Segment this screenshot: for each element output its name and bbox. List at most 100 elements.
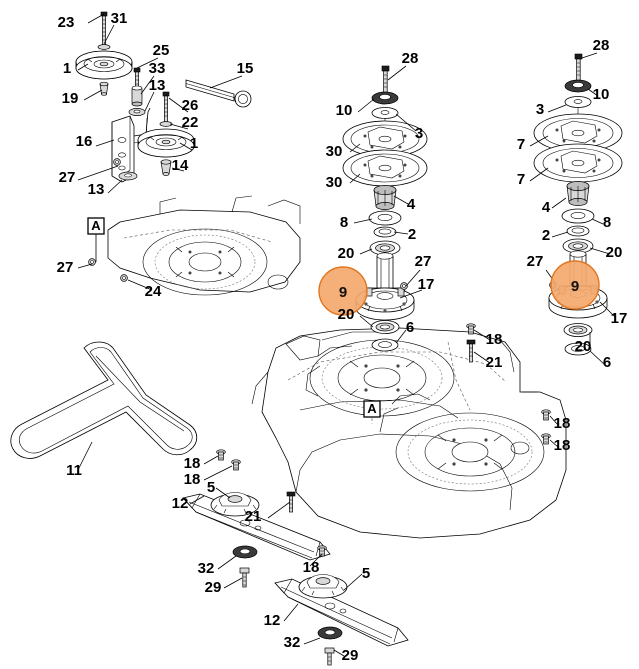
callout-8: 8 — [603, 214, 611, 231]
callout-27: 27 — [415, 253, 432, 270]
callout-11: 11 — [66, 462, 82, 479]
highlight-marker-right[interactable]: 9 — [550, 260, 600, 310]
callout-3: 3 — [536, 101, 544, 118]
callout-17: 17 — [418, 276, 435, 293]
callout-3: 3 — [415, 125, 423, 142]
callout-18: 18 — [184, 471, 201, 488]
callout-29: 29 — [342, 647, 359, 664]
part-33-spacer — [131, 85, 143, 107]
callout-13: 13 — [149, 77, 166, 94]
part-6-washer-center — [371, 338, 399, 352]
part-4-collar-center — [373, 185, 397, 210]
part-2-bearing-center — [373, 226, 397, 238]
callout-18: 18 — [554, 415, 571, 432]
callout-5: 5 — [362, 565, 370, 582]
callout-20: 20 — [606, 244, 623, 261]
callout-20: 20 — [338, 245, 355, 262]
callout-26: 26 — [182, 97, 199, 114]
callout-12: 12 — [172, 495, 189, 512]
part-30-pulley-lower — [342, 149, 428, 187]
part-24-nut — [120, 274, 128, 282]
callout-5: 5 — [207, 479, 215, 496]
callout-6: 6 — [406, 319, 414, 336]
part-20-bearing-center-upper — [369, 240, 401, 256]
part-8-washer-center — [368, 210, 402, 226]
part-29-blade-bolt-upper — [239, 567, 250, 588]
callout-2: 2 — [542, 227, 550, 244]
part-19-cap — [99, 81, 109, 96]
part-20-bearing-center-lower — [370, 320, 400, 334]
part-13-washer-upper — [128, 108, 146, 116]
part-4-collar-right — [566, 181, 590, 206]
callout-25: 25 — [153, 42, 170, 59]
callout-7: 7 — [517, 171, 525, 188]
callout-13: 13 — [88, 181, 105, 198]
highlight-right-label: 9 — [571, 278, 579, 295]
callout-30: 30 — [326, 174, 343, 191]
part-18-screw-left-a — [216, 449, 226, 461]
callout-29: 29 — [205, 579, 222, 596]
part-31-bolt — [100, 11, 108, 47]
part-27-nut-upper — [113, 158, 121, 166]
callout-1: 1 — [63, 60, 71, 77]
mower-deck-housing — [107, 195, 567, 539]
callout-18: 18 — [486, 331, 503, 348]
part-3-washer-right — [564, 96, 592, 108]
callout-7: 7 — [517, 136, 525, 153]
part-1-idler-pulley-lower — [137, 128, 195, 158]
part-28-bolt-right — [574, 53, 583, 82]
part-32-blade-washer-upper — [232, 545, 258, 559]
leader-lines — [77, 13, 617, 657]
idler-pulley-assembly — [75, 11, 252, 282]
highlight-left-label: 9 — [339, 284, 347, 301]
section-marker-A2-label: A — [367, 401, 377, 416]
part-7-pulley-upper — [533, 113, 623, 153]
callout-21: 21 — [486, 354, 503, 371]
part-7-pulley-lower — [533, 143, 623, 183]
callout-30: 30 — [326, 143, 343, 160]
section-marker-A1-label: A — [91, 218, 101, 233]
callout-12: 12 — [264, 612, 281, 629]
callout-32: 32 — [198, 560, 215, 577]
section-marker-A2: A — [363, 400, 381, 418]
part-29-blade-bolt-lower — [324, 647, 335, 666]
part-18-screw-right-a — [541, 409, 551, 421]
part-18-screw-left-b — [231, 459, 241, 471]
callout-21: 21 — [245, 508, 262, 525]
callout-18: 18 — [554, 437, 571, 454]
part-10-cap-nut-center — [371, 91, 399, 105]
part-32-blade-washer-lower — [317, 626, 343, 640]
callout-6: 6 — [603, 354, 611, 371]
part-2-bearing-right — [566, 225, 590, 237]
highlight-marker-left[interactable]: 9 — [318, 266, 368, 316]
callout-4: 4 — [542, 199, 551, 216]
part-15-tension-rod — [185, 79, 252, 108]
part-14-cap — [160, 159, 172, 176]
part-18-screw-left-c — [317, 545, 327, 557]
part-5-hub-adapter-lower — [298, 574, 348, 599]
callout-16: 16 — [76, 133, 93, 150]
callout-15: 15 — [237, 60, 254, 77]
callout-17: 17 — [611, 310, 628, 327]
callout-27: 27 — [57, 259, 74, 276]
callout-18: 18 — [303, 559, 320, 576]
part-21-bolt-center — [466, 339, 476, 363]
callout-23: 23 — [58, 14, 75, 31]
callout-28: 28 — [593, 37, 610, 54]
part-18-screw-right-b — [541, 433, 551, 445]
callout-27: 27 — [527, 253, 544, 270]
part-1-idler-pulley-top — [75, 50, 133, 80]
callout-33: 33 — [149, 60, 166, 77]
part-3-washer-center — [371, 107, 399, 119]
callout-1: 1 — [190, 135, 198, 152]
callout-14: 14 — [172, 157, 189, 174]
callout-4: 4 — [407, 196, 416, 213]
callout-18: 18 — [184, 455, 201, 472]
callout-10: 10 — [336, 102, 353, 119]
part-9-spindle-shaft-center — [376, 252, 394, 297]
section-marker-A1: A — [87, 217, 105, 235]
callout-31: 31 — [111, 10, 128, 27]
